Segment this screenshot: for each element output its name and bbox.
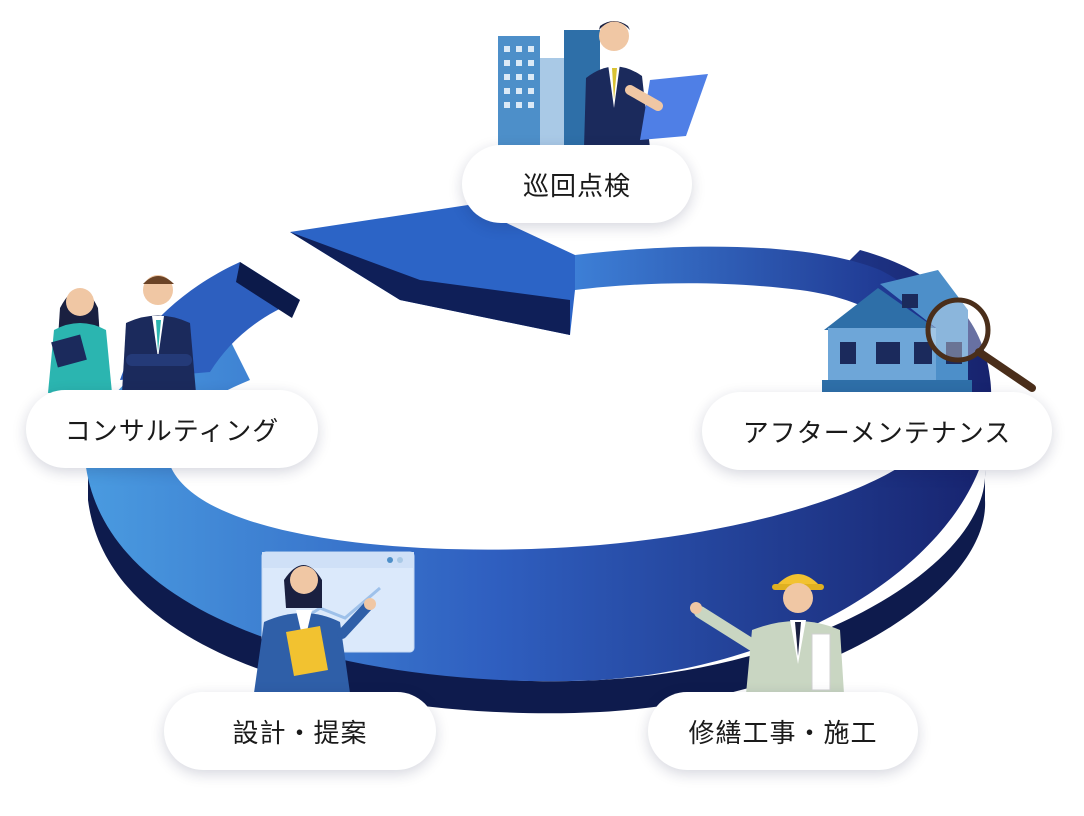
step-label: コンサルティング (64, 416, 280, 447)
step-pill-patrol-inspection: 巡回点検 (462, 145, 692, 223)
ring-upper-band (575, 246, 946, 370)
house-inspection-illustration (822, 270, 1036, 394)
step-pill-design-proposal: 設計・提案 (164, 692, 436, 770)
step-pill-repair-construction: 修繕工事・施工 (648, 692, 918, 770)
inspector-illustration (498, 21, 708, 148)
step-label: 設計・提案 (232, 718, 368, 749)
step-pill-after-maintenance: アフターメンテナンス (702, 392, 1052, 470)
step-pill-consulting: コンサルティング (26, 390, 318, 468)
step-label: アフターメンテナンス (742, 418, 1012, 449)
consultants-illustration (48, 275, 196, 393)
step-label: 巡回点検 (522, 171, 631, 202)
construction-worker-illustration (690, 574, 844, 694)
designer-illustration (254, 551, 415, 693)
step-label: 修繕工事・施工 (688, 718, 878, 749)
